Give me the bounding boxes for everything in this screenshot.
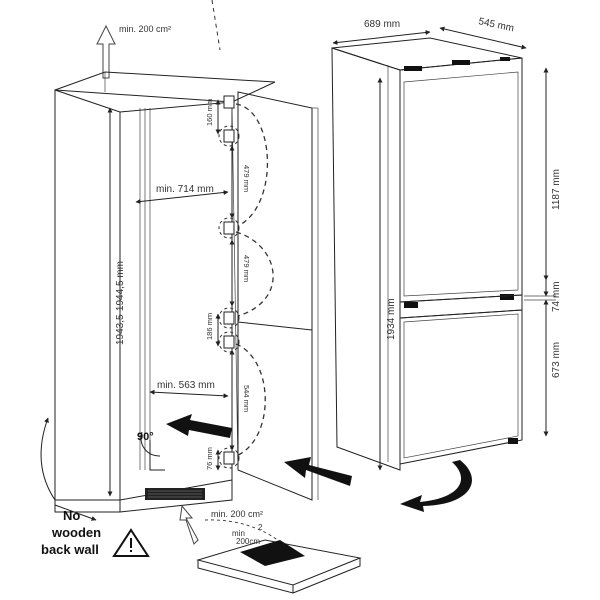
appliance-height-label: 1934 mm (386, 298, 397, 340)
no-wall-line1: No (63, 508, 80, 523)
appliance: 689 mm 545 mm 1934 mm 1187 mm 74 mm 673 … (331, 16, 562, 512)
hinge-479a-label: 479 mm (242, 165, 251, 192)
hinge-76-label: 76 mm (205, 447, 214, 470)
niche-width-label: min. 714 mm (156, 184, 214, 195)
curved-arrow-icon (400, 460, 472, 512)
appliance-depth-label: 545 mm (477, 16, 515, 34)
hinge-479b-label: 479 mm (242, 255, 251, 282)
no-wall-line2: wooden (51, 525, 101, 540)
grille-min-label: min (232, 529, 245, 538)
no-wall-line3: back wall (41, 542, 99, 557)
lower-height-label: 673 mm (551, 342, 562, 378)
grille-2-label: 2 (258, 523, 263, 532)
gap-height-label: 74 mm (551, 281, 562, 312)
hinge-160-label: 160 mm (205, 99, 214, 126)
arrow-up-icon (179, 504, 199, 545)
niche-lower-width-label: min. 563 mm (157, 380, 215, 391)
hinge-186-label: 186 mm (205, 313, 214, 340)
upper-height-label: 1187 mm (551, 169, 562, 210)
vent-top-label: min. 200 cm² (119, 24, 171, 34)
niche-cabinet: min. 200 cm² (40, 0, 362, 594)
angle-label: 90° (137, 431, 154, 443)
arrow-up-icon (96, 24, 116, 79)
arrow-left-icon (166, 414, 232, 438)
vent-bottom-label: min. 200 cm² (211, 509, 263, 519)
niche-height-label: 1943,5-1944,5 mm (115, 261, 126, 345)
arrow-left-icon (284, 457, 352, 486)
hinge-544-label: 544 mm (242, 385, 251, 412)
warning-icon (112, 528, 150, 557)
grille-area-label: 200cm (236, 537, 260, 546)
appliance-width-label: 689 mm (364, 19, 400, 30)
